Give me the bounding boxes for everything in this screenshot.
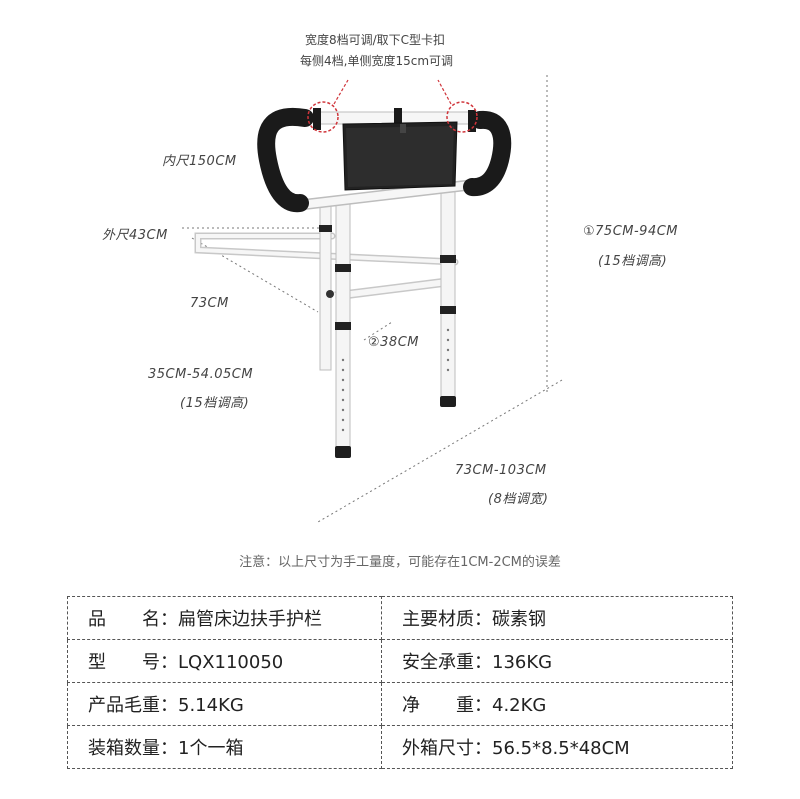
annotation-width-adjust: 宽度8档可调/取下C型卡扣 (305, 33, 446, 47)
spec-value: 1个一箱 (178, 738, 244, 759)
storage-pocket-image (342, 121, 458, 191)
spec-value: 5.14KG (178, 695, 244, 716)
annotation-outer-size: 外尺43CM (102, 228, 168, 243)
annotation-length: 73CM (190, 296, 229, 311)
spec-value: 碳素钢 (492, 609, 546, 630)
spec-value: 4.2KG (492, 695, 547, 716)
spec-box-size-cell: 外箱尺寸：56.5*8.5*48CM (381, 725, 733, 769)
dimension-lines (182, 75, 563, 523)
measurement-note: 注意：以上尺寸为手工量度，可能存在1CM-2CM的误差 (239, 555, 561, 570)
table-row: 产品毛重：5.14KG 净 重：4.2KG (67, 682, 733, 726)
legs (319, 189, 456, 458)
annotation-inner-size: 内尺150CM (162, 154, 237, 169)
spec-value: 56.5*8.5*48CM (492, 738, 630, 759)
bed-rail-illustration (182, 75, 563, 523)
spec-material-cell: 主要材质：碳素钢 (381, 596, 733, 640)
annotation-total-height: ①75CM-94CM (583, 224, 679, 239)
spec-load-cell: 安全承重：136KG (381, 639, 733, 683)
spec-model-cell: 型 号：LQX110050 (67, 639, 382, 683)
annotation-total-height-note: (15档调高) (598, 254, 668, 269)
spec-name-cell: 品 名：扁管床边扶手护栏 (67, 596, 382, 640)
spec-table: 品 名：扁管床边扶手护栏 主要材质：碳素钢 型 号：LQX110050 安全承重… (67, 596, 733, 769)
table-row: 型 号：LQX110050 安全承重：136KG (67, 639, 733, 683)
spec-gross-weight-cell: 产品毛重：5.14KG (67, 682, 382, 726)
annotation-depth: ②38CM (368, 335, 419, 350)
table-row: 品 名：扁管床边扶手护栏 主要材质：碳素钢 (67, 596, 733, 640)
annotation-leg-height-note: (15档调高) (180, 396, 250, 411)
spec-quantity-cell: 装箱数量：1个一箱 (67, 725, 382, 769)
adjust-highlight-circles (307, 101, 478, 133)
spec-value: LQX110050 (178, 652, 284, 673)
annotation-width-note: (8档调宽) (488, 492, 549, 507)
annotation-leg-height: 35CM-54.05CM (148, 367, 254, 382)
spec-net-weight-cell: 净 重：4.2KG (381, 682, 733, 726)
annotation-width-range: 73CM-103CM (455, 463, 547, 478)
spec-value: 136KG (492, 652, 553, 673)
annotation-side-adjust: 每侧4档,单侧宽度15cm可调 (300, 54, 454, 68)
spec-value: 扁管床边扶手护栏 (178, 609, 322, 630)
table-row: 装箱数量：1个一箱 外箱尺寸：56.5*8.5*48CM (67, 725, 733, 769)
